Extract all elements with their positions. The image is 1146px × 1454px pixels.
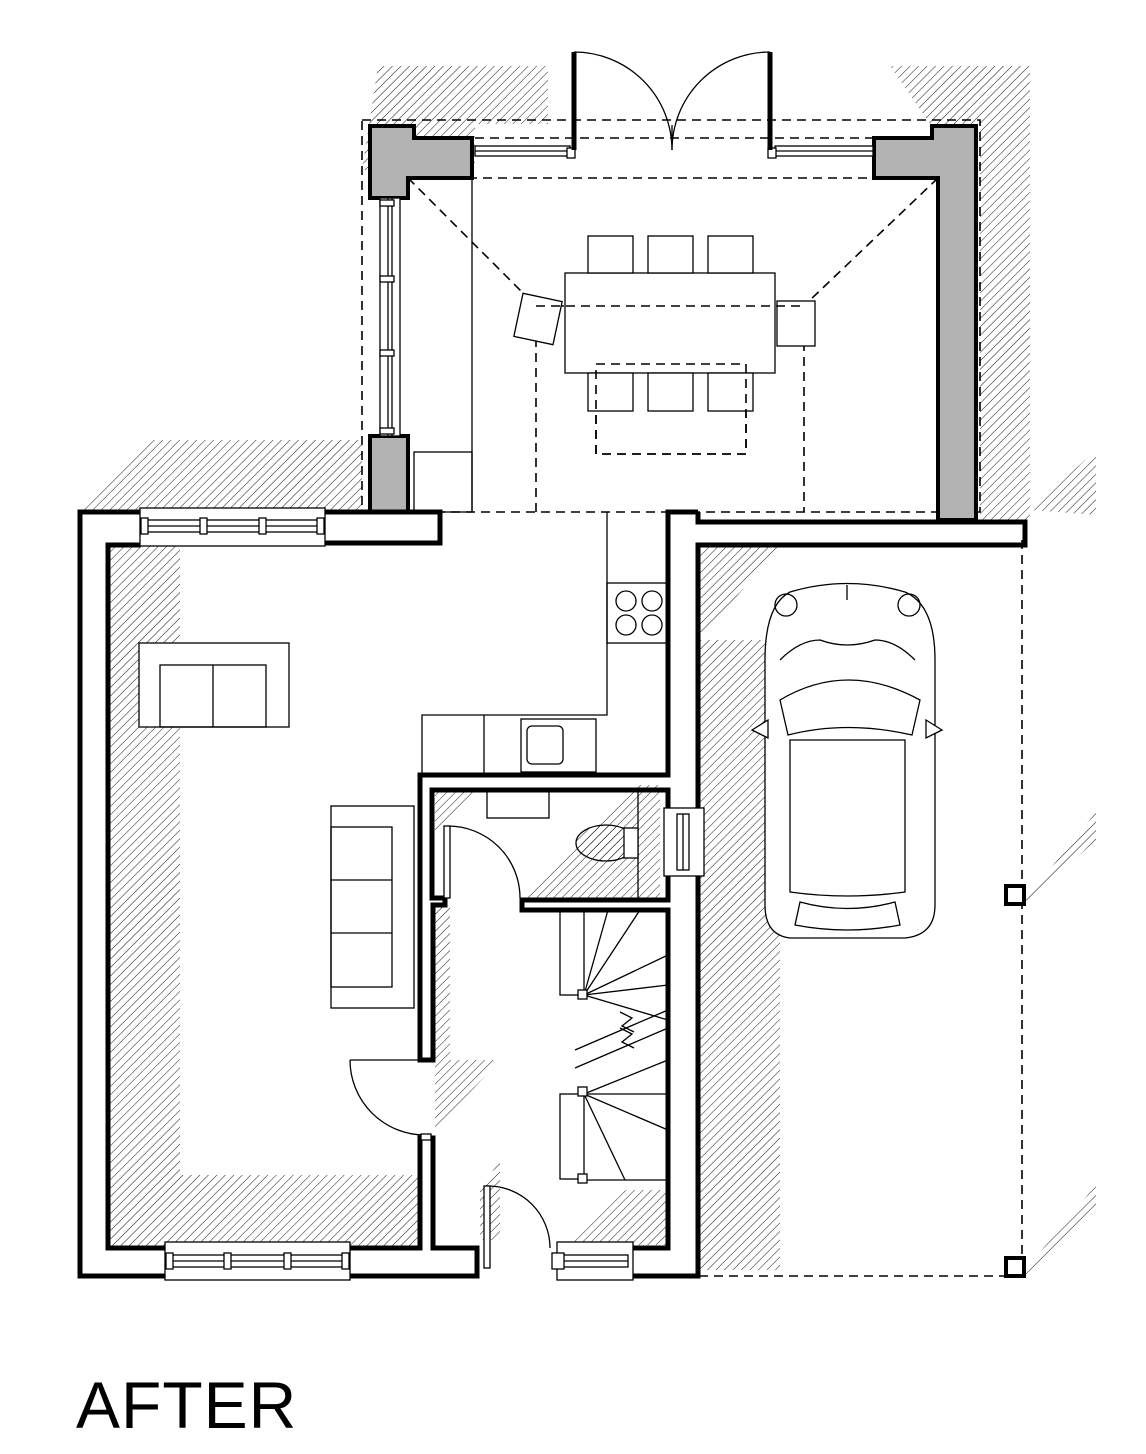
interior-hatching xyxy=(108,545,780,1270)
kitchen xyxy=(421,512,668,775)
front-windows xyxy=(139,507,705,1281)
living-furniture xyxy=(138,642,415,1009)
rear-french-doors xyxy=(474,51,874,159)
extension-walls xyxy=(368,124,978,522)
side-glazing xyxy=(379,178,473,513)
staircase xyxy=(559,909,669,1184)
house-walls xyxy=(77,509,1028,1279)
car xyxy=(750,582,944,939)
plan-title: AFTER xyxy=(76,1368,298,1442)
interior-doors xyxy=(349,825,551,1269)
wc xyxy=(486,789,639,898)
dining-set xyxy=(513,235,816,455)
car-port-posts xyxy=(1004,884,1026,1278)
